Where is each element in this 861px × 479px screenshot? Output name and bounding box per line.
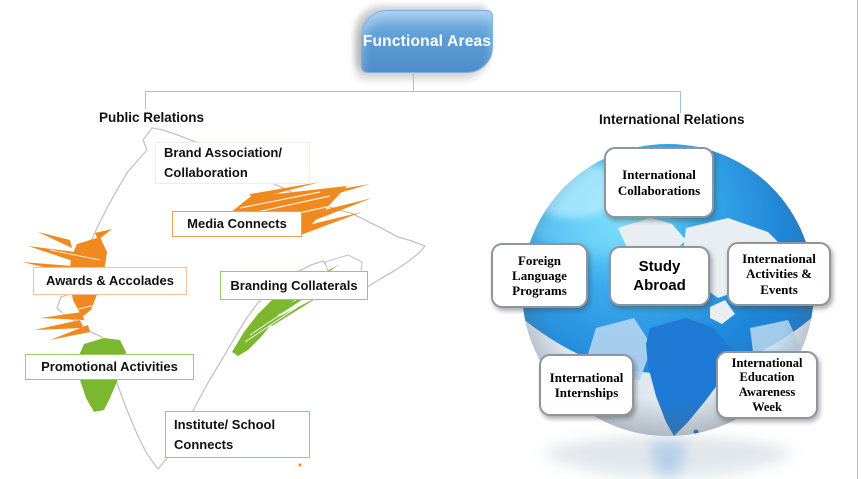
connector-stem <box>413 72 415 91</box>
label-promotional-activities: Promotional Activities <box>25 354 194 380</box>
box-international-internships: International Internships <box>539 354 634 416</box>
label-awards-accolades: Awards & Accolades <box>33 267 187 295</box>
functional-areas-label: Functional Areas <box>362 32 492 50</box>
functional-areas-node: Functional Areas <box>361 10 493 73</box>
international-relations-heading: International Relations <box>599 112 745 127</box>
connector-drop-left <box>145 91 147 109</box>
public-relations-heading: Public Relations <box>99 110 205 125</box>
box-international-education-week: International Education Awareness Week <box>716 351 818 419</box>
connector-drop-right <box>680 91 682 113</box>
globe-reflection <box>544 437 792 479</box>
label-institute-school: Institute/ School Connects <box>165 411 310 458</box>
box-international-activities-events: International Activities & Events <box>727 242 831 306</box>
slide-edge-line <box>857 0 858 479</box>
connector-horizontal <box>145 91 681 93</box>
label-media-connects: Media Connects <box>172 211 302 237</box>
label-branding-collaterals: Branding Collaterals <box>220 271 368 300</box>
box-international-collaborations: International Collaborations <box>604 147 714 218</box>
label-brand-association: Brand Association/ Collaboration <box>155 142 310 184</box>
box-study-abroad: Study Abroad <box>609 246 710 306</box>
box-foreign-language-programs: Foreign Language Programs <box>491 243 588 308</box>
